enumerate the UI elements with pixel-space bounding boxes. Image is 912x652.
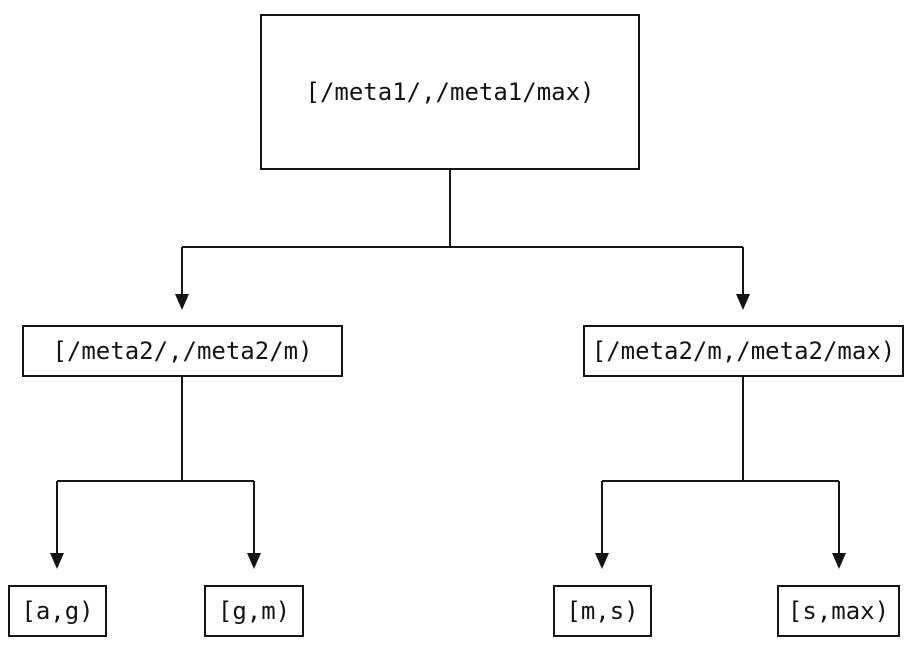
node-left-child: [/meta2/,/meta2/m) bbox=[22, 325, 343, 377]
edge-right-to-leaves bbox=[601, 377, 840, 553]
node-leaf-m-s-label: [m,s) bbox=[566, 597, 639, 625]
node-right-child: [/meta2/m,/meta2/max) bbox=[583, 325, 904, 377]
arrowhead-left-child bbox=[175, 294, 189, 310]
edge-root-to-children bbox=[181, 170, 744, 294]
node-leaf-s-max: [s,max) bbox=[777, 585, 900, 637]
node-right-child-label: [/meta2/m,/meta2/max) bbox=[591, 337, 896, 365]
node-leaf-a-g-label: [a,g) bbox=[21, 597, 94, 625]
node-leaf-g-m-label: [g,m) bbox=[217, 597, 291, 625]
edge-left-to-leaves bbox=[56, 377, 255, 553]
arrowhead-leaf-ms bbox=[595, 553, 609, 569]
node-left-child-label: [/meta2/,/meta2/m) bbox=[52, 337, 313, 365]
arrowhead-right-child bbox=[736, 294, 750, 310]
node-leaf-g-m: [g,m) bbox=[204, 585, 304, 637]
node-leaf-s-max-label: [s,max) bbox=[787, 597, 890, 625]
node-leaf-m-s: [m,s) bbox=[553, 585, 652, 637]
arrowhead-leaf-smax bbox=[832, 553, 846, 569]
node-root-label: [/meta1/,/meta1/max) bbox=[305, 78, 595, 106]
arrowhead-leaf-ag bbox=[50, 553, 64, 569]
node-root: [/meta1/,/meta1/max) bbox=[260, 14, 640, 170]
node-leaf-a-g: [a,g) bbox=[8, 585, 107, 637]
arrowhead-leaf-gm bbox=[247, 553, 261, 569]
